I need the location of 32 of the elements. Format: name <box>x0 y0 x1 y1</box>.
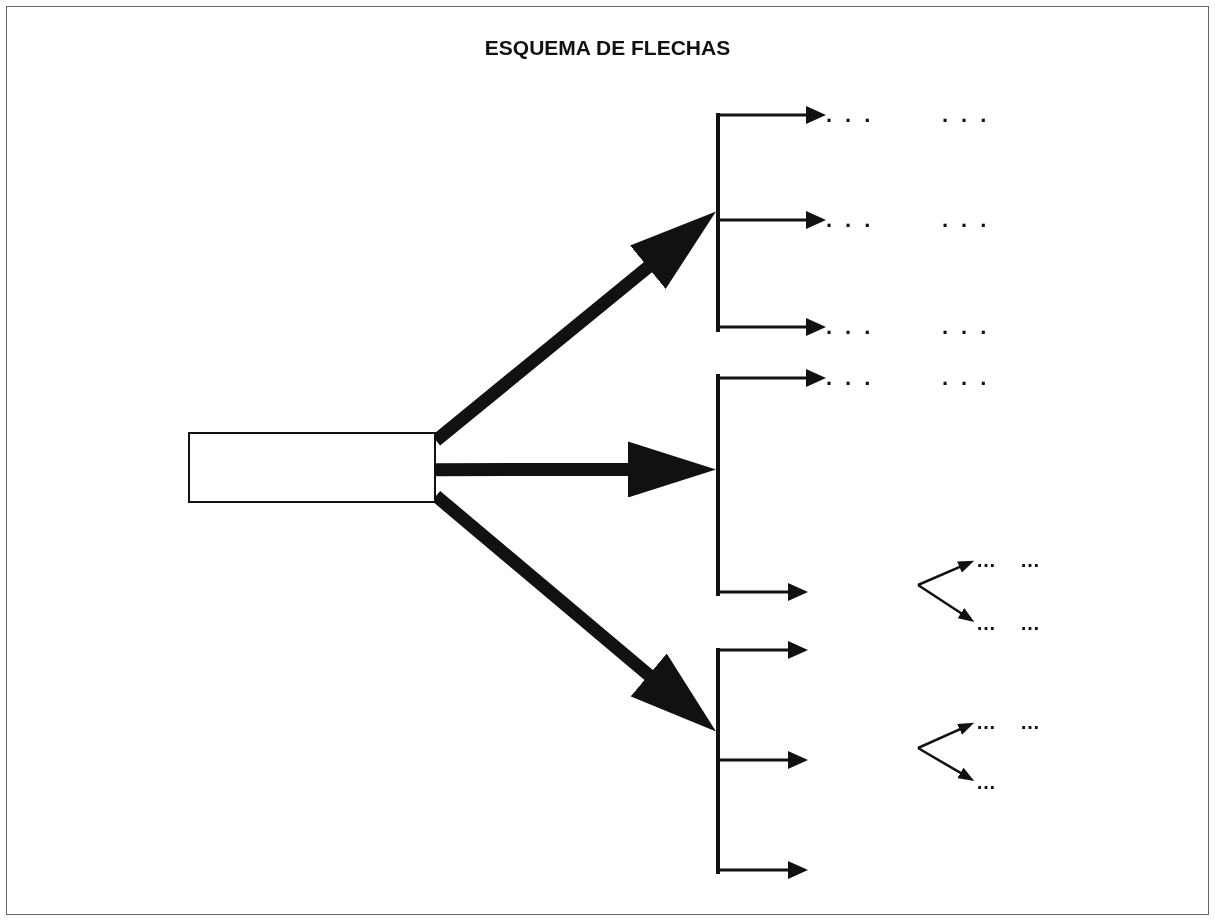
ellipsis-text: … <box>1020 611 1040 635</box>
arrow <box>917 746 975 781</box>
ellipsis-text: ... <box>826 315 884 339</box>
arrow <box>720 106 826 124</box>
ellipsis-text: ... <box>942 315 1000 339</box>
arrow <box>917 583 975 622</box>
empty-box <box>188 432 436 503</box>
ellipsis-text: ... <box>942 103 1000 127</box>
diagram-title: ESQUEMA DE FLECHAS <box>484 36 731 60</box>
bracket-bar <box>716 113 720 332</box>
ellipsis-text: … <box>976 770 996 794</box>
arrow <box>720 861 808 879</box>
ellipsis-text: … <box>1020 710 1040 734</box>
arrow <box>917 560 975 587</box>
ellipsis-text: … <box>976 611 996 635</box>
bracket-bar <box>716 648 720 874</box>
ellipsis-text: … <box>1020 548 1040 572</box>
ellipsis-text: … <box>976 710 996 734</box>
arrow <box>720 583 808 601</box>
arrow <box>720 751 808 769</box>
ellipsis-text: ... <box>826 366 884 390</box>
ellipsis-text: ... <box>942 208 1000 232</box>
arrow <box>917 722 975 750</box>
ellipsis-text: ... <box>826 103 884 127</box>
arrow <box>720 318 826 336</box>
thick-arrow <box>436 441 716 498</box>
ellipsis-text: ... <box>942 366 1000 390</box>
ellipsis-text: … <box>976 548 996 572</box>
ellipsis-text: ... <box>826 208 884 232</box>
bracket-bar <box>716 374 720 596</box>
arrow <box>720 369 826 387</box>
arrow <box>720 641 808 659</box>
